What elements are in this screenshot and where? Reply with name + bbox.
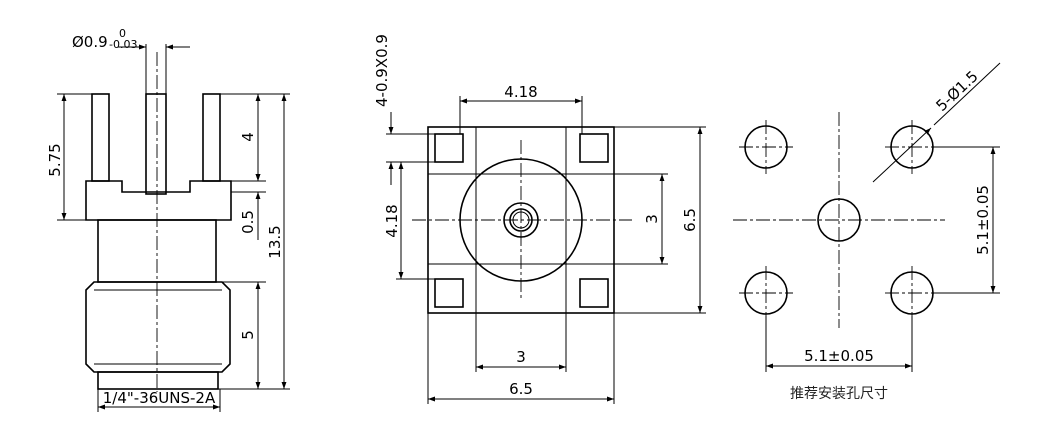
thread (85, 281, 231, 373)
pin-tol-lower: -0.03 (109, 38, 137, 51)
pad-spec-label: 4-0.9X0.9 (373, 34, 391, 107)
pad (434, 278, 464, 308)
thread-spec-label: 1/4"-36UNS-2A (103, 389, 216, 407)
body-width-label: 6.5 (509, 380, 533, 398)
pad-spacing-v-label: 4.18 (383, 204, 401, 237)
pin-left (91, 93, 110, 182)
body-height-label: 6.5 (681, 208, 699, 232)
side-view: Ø0.9 0 -0.03 5.75 4 0.5 5 13.5 1/4"-36UN… (46, 27, 290, 412)
pad-spacing-h-label: 4.18 (504, 83, 537, 101)
base (97, 371, 219, 390)
pad (579, 278, 609, 308)
hole-spec-label: 5-Ø1.5 (932, 67, 981, 115)
pin-tol-upper: 0 (119, 27, 126, 40)
flange-label: 0.5 (239, 210, 257, 234)
footprint-view: 5-Ø1.5 5.1±0.05 5.1±0.05 推荐安装孔尺寸 (733, 62, 1001, 402)
flange (85, 180, 232, 221)
pad (434, 133, 464, 163)
front-view: 4-0.9X0.9 4.18 4.18 6.5 3 6.5 3 (373, 34, 706, 404)
pad (579, 133, 609, 163)
pin-center (145, 93, 167, 195)
bore-v-label: 3 (643, 214, 661, 224)
pin-height-label: 4 (239, 132, 257, 142)
thread-length-label: 5 (239, 330, 257, 340)
pin-diameter-label: Ø0.9 (72, 33, 108, 51)
bore-h-label: 3 (516, 348, 526, 366)
total-height-label: 13.5 (266, 225, 284, 258)
pin-length-label: 5.75 (46, 143, 64, 176)
footprint-caption: 推荐安装孔尺寸 (790, 386, 888, 402)
spacing-v-label: 5.1±0.05 (974, 185, 992, 255)
spacing-h-label: 5.1±0.05 (804, 347, 874, 365)
pin-right (202, 93, 221, 182)
